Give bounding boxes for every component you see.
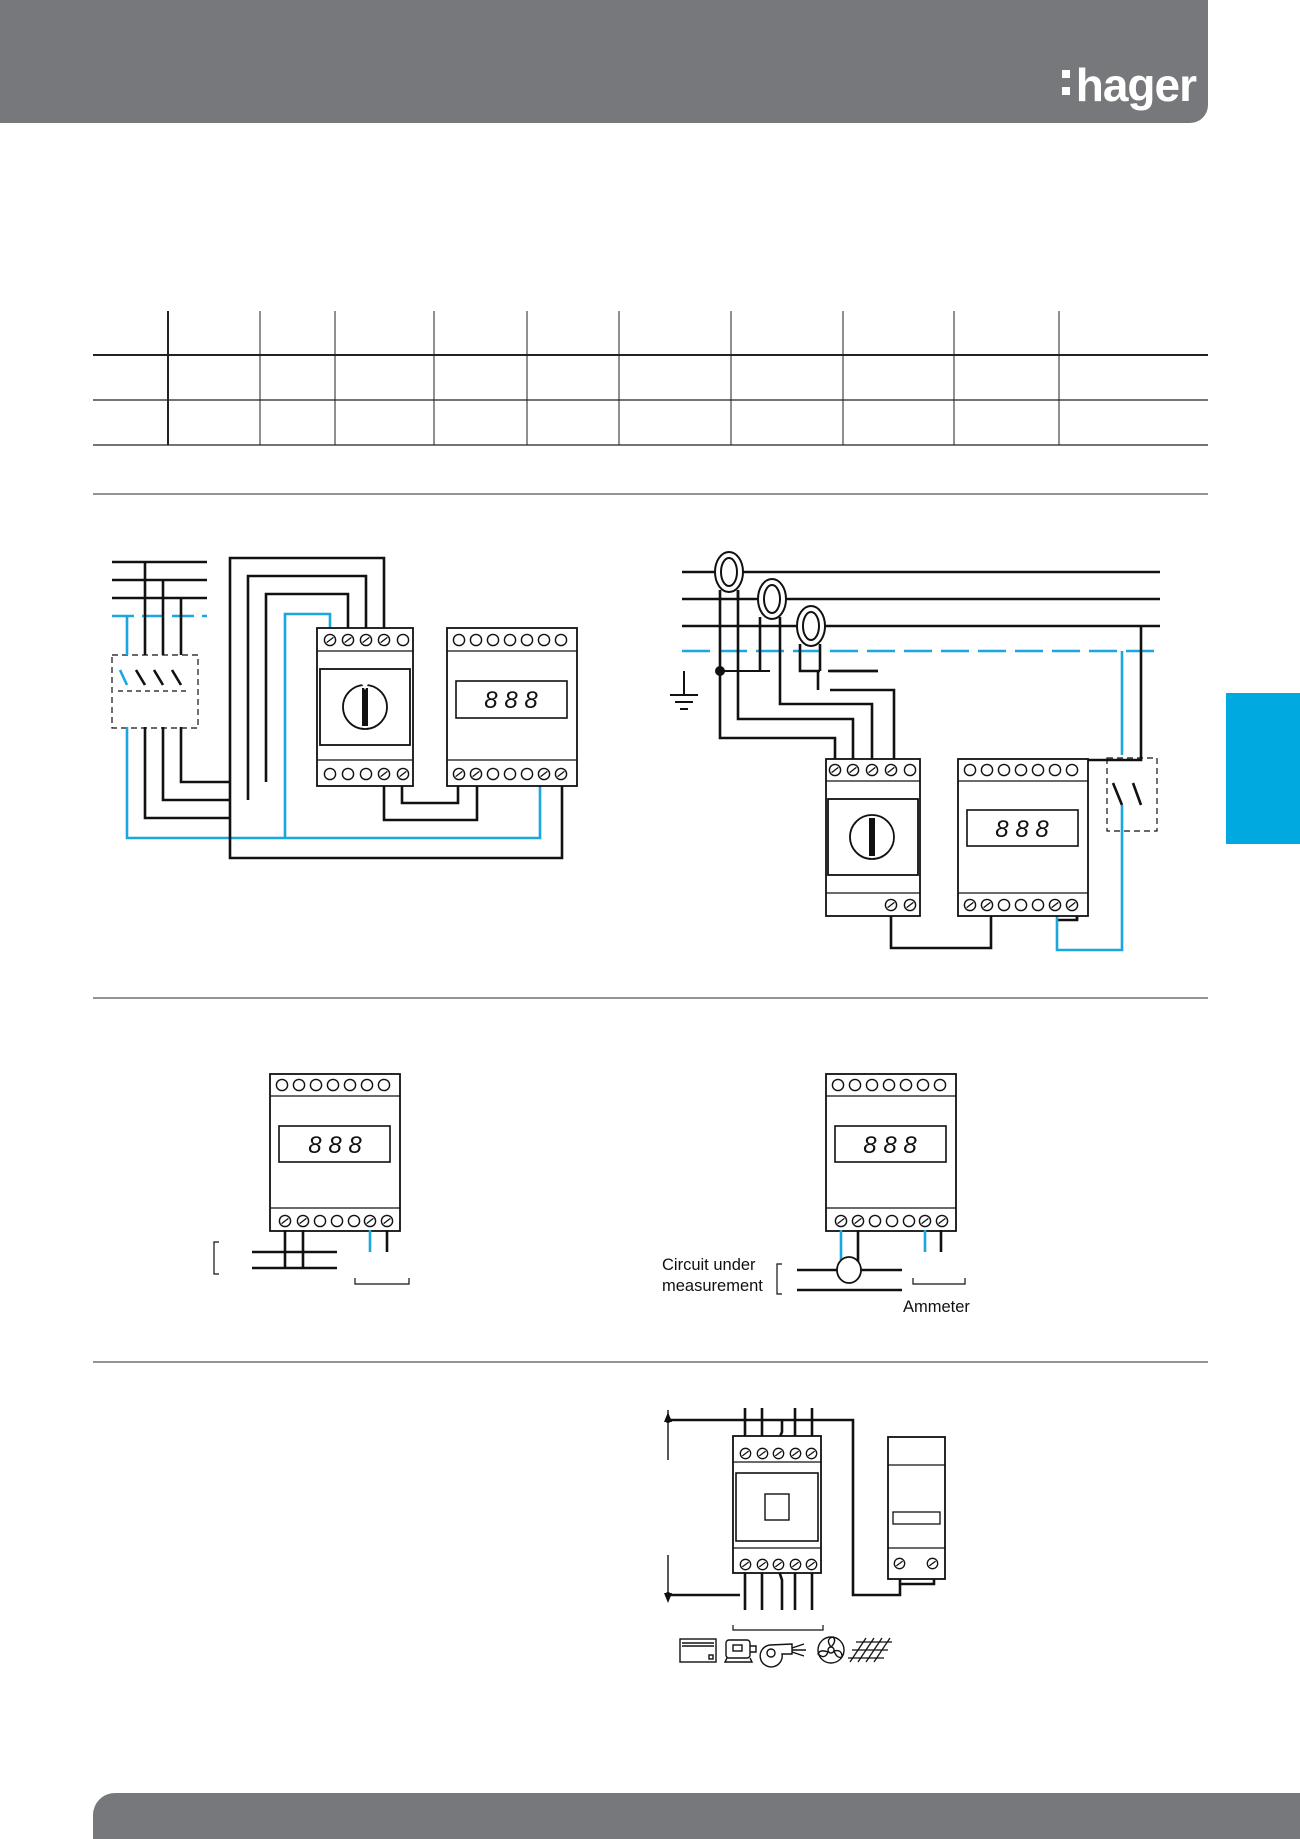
meter-c-display: 8 8 8 (308, 1132, 362, 1159)
diagram-selector-switch-wiring (111, 556, 564, 860)
ammeter-label: Ammeter (903, 1298, 970, 1316)
header-bar: hager (0, 0, 1208, 123)
diagram-ammeter (776, 1073, 966, 1295)
meter-d-display: 8 8 8 (863, 1132, 917, 1159)
digital-meter-a (446, 627, 578, 787)
circuit-label-line1: Circuit under (662, 1256, 756, 1274)
heater-icon (679, 1638, 717, 1663)
meter-a-display: 8 8 8 (484, 687, 538, 714)
diagram-voltmeter (213, 1073, 410, 1285)
logo-text: hager (1075, 59, 1197, 111)
digital-meter-b (957, 758, 1089, 917)
section-tab[interactable] (1226, 693, 1300, 844)
diagram-load-control (664, 1408, 946, 1631)
blower-icon (759, 1643, 806, 1668)
footer-bar (93, 1793, 1300, 1839)
current-transformers (714, 551, 826, 647)
fan-icon (817, 1636, 845, 1664)
heating-mat-icon (848, 1637, 892, 1663)
rotary-switch-a (316, 627, 414, 787)
meter-b-display: 8 8 8 (995, 816, 1049, 843)
rotary-switch-b (825, 758, 921, 917)
brand-logo: hager (1061, 59, 1197, 111)
logo-dots (1061, 62, 1071, 104)
spec-table (93, 311, 1208, 446)
motor-icon (723, 1639, 757, 1663)
section-dividers (93, 493, 1208, 1363)
circuit-label-line2: measurement (662, 1277, 763, 1295)
